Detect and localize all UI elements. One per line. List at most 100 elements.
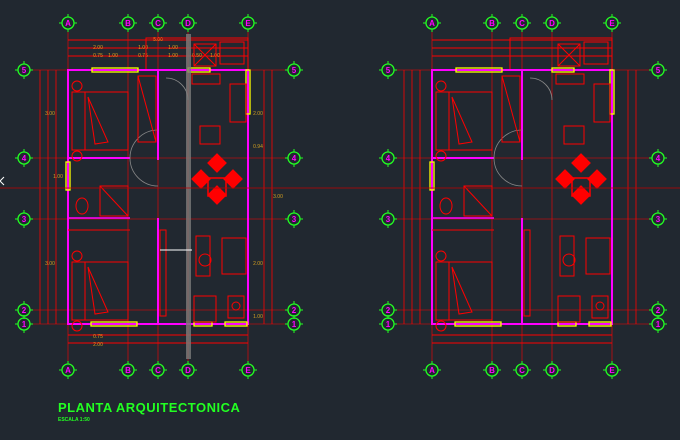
axis-label: 3	[292, 215, 297, 224]
dimension-text: 0.75	[93, 334, 103, 340]
axis-bubble: 1	[649, 315, 667, 333]
counter	[593, 83, 611, 123]
axis-label: 3	[22, 215, 27, 224]
bed-sheet	[87, 96, 109, 145]
drawing-title: PLANTA ARQUITECTONICA	[58, 400, 241, 415]
floor-plan-1	[394, 30, 652, 362]
dining-chair	[191, 169, 211, 189]
shelf	[555, 73, 585, 85]
partition	[523, 229, 531, 317]
dining-table	[571, 177, 591, 197]
dining-chair	[207, 185, 227, 205]
axis-label: 3	[386, 215, 391, 224]
dimension-text: 2.00	[253, 111, 263, 117]
dimension-text: 1.00	[138, 45, 148, 51]
axis-label: A	[429, 366, 435, 375]
nightstand-lamp	[71, 250, 83, 262]
axis-bubble: E	[239, 14, 257, 32]
counter	[229, 83, 247, 123]
wardrobe	[501, 75, 521, 143]
drawing-scale: ESCALA 1:50	[58, 417, 90, 423]
bed-sheet	[451, 96, 473, 145]
appliance	[563, 125, 585, 145]
lamp	[198, 253, 212, 267]
dimension-text: 1.00	[210, 53, 220, 59]
armchair	[193, 295, 217, 323]
axis-bubble: A	[59, 14, 77, 32]
nightstand-lamp	[71, 150, 83, 162]
axis-label: A	[429, 19, 435, 28]
axis-bubble: E	[239, 361, 257, 379]
axis-bubble: 1	[285, 315, 303, 333]
axis-label: D	[185, 366, 191, 375]
annex-outline	[509, 37, 613, 71]
axis-bubble: D	[179, 361, 197, 379]
dimension-text: 1.00	[53, 174, 63, 180]
axis-label: B	[489, 19, 495, 28]
axis-label: D	[549, 19, 555, 28]
axis-label: 2	[386, 306, 391, 315]
axis-bubble: B	[483, 361, 501, 379]
axis-bubble: 4	[379, 149, 397, 167]
dining-table	[207, 177, 227, 197]
nightstand-lamp	[71, 80, 83, 92]
axis-bubble: 5	[649, 61, 667, 79]
dimension-text: 0.94	[253, 144, 263, 150]
cursor-indicator-icon	[0, 176, 5, 186]
axis-label: C	[155, 19, 161, 28]
toilet	[439, 197, 453, 215]
dining-chair	[571, 153, 591, 173]
axis-label: 5	[292, 66, 297, 75]
dimension-text: 2.00	[93, 342, 103, 348]
axis-label: 2	[656, 306, 661, 315]
dimension-text: 3.00	[273, 194, 283, 200]
sofa	[221, 237, 247, 275]
axis-bubble: A	[423, 14, 441, 32]
axis-label: A	[65, 366, 71, 375]
bed-sheet	[451, 266, 473, 315]
shower-line	[463, 185, 493, 217]
axis-label: 3	[656, 215, 661, 224]
door-swing	[529, 77, 553, 101]
window	[224, 321, 248, 327]
axis-label: 4	[656, 154, 661, 163]
axis-label: 2	[292, 306, 297, 315]
axis-label: E	[245, 19, 251, 28]
bed	[71, 91, 129, 151]
axis-label: D	[185, 19, 191, 28]
axis-bubble: 3	[649, 210, 667, 228]
dimension-text: 2.00	[93, 45, 103, 51]
dimension-text: 3.00	[45, 261, 55, 267]
cabinet-circle	[231, 301, 241, 311]
axis-label: E	[245, 366, 251, 375]
lamp	[562, 253, 576, 267]
door-swing	[165, 77, 189, 101]
axis-bubble: 4	[15, 149, 33, 167]
nightstand-lamp	[435, 320, 447, 332]
dimension-text: 0.50	[192, 53, 202, 59]
axis-bubble: C	[513, 361, 531, 379]
axis-bubble: B	[119, 361, 137, 379]
door-swing	[493, 157, 523, 187]
axis-bubble: A	[59, 361, 77, 379]
door-swing	[129, 157, 159, 187]
dimension-text: 0.75	[93, 53, 103, 59]
wardrobe	[137, 75, 157, 143]
stove	[557, 43, 581, 67]
dimension-text: 1.00	[108, 53, 118, 59]
nightstand-lamp	[435, 80, 447, 92]
wardrobe-line	[501, 75, 521, 143]
window	[90, 321, 138, 327]
nightstand-lamp	[435, 250, 447, 262]
axis-bubble: 4	[285, 149, 303, 167]
axis-bubble: 4	[649, 149, 667, 167]
axis-label: E	[609, 366, 615, 375]
shower	[99, 185, 129, 217]
sink	[583, 41, 609, 65]
axis-label: 1	[292, 320, 297, 329]
stove-x	[193, 43, 217, 67]
armchair	[557, 295, 581, 323]
